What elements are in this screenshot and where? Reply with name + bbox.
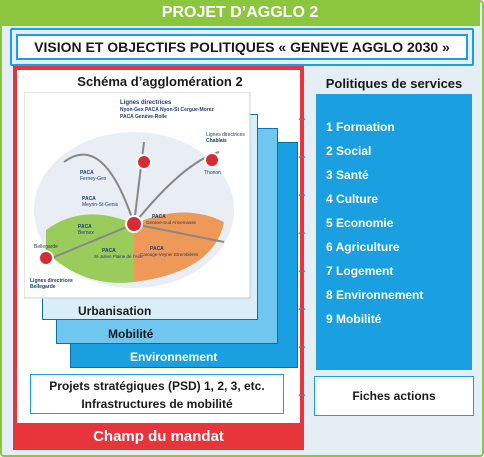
psd-box: Projets stratégiques (PSD) 1, 2, 3, etc.…: [30, 374, 284, 414]
vision-title: VISION ET OBJECTIFS POLITIQUES « GENEVE …: [16, 34, 468, 60]
vision-outer-border: [10, 28, 474, 66]
map-label-thonon: Thonon: [204, 170, 221, 176]
map-route-4: [133, 223, 225, 243]
map-label-paca-bernex-sub: Bernex: [78, 230, 94, 236]
map-label-lignes-bottom-sub: Bellegarde: [30, 284, 56, 290]
map-label-paca-bernex: PACA: [78, 224, 92, 230]
service-item-environnement: 8 Environnement: [326, 288, 424, 302]
map-label-paca-genevesud: PACA: [152, 214, 166, 220]
layer-label-mobilite: Mobilité: [108, 327, 154, 341]
agglomeration-map: Lignes directrices Nyon-Gex PACA Nyon-St…: [24, 92, 251, 299]
services-title: Politiques de services: [325, 76, 463, 91]
service-item-economie: 5 Economie: [326, 216, 394, 230]
service-item-sante: 3 Santé: [326, 168, 369, 182]
map-label-paca-carouge: PACA: [150, 246, 164, 252]
map-route-1: [63, 153, 135, 225]
projet-header: PROJET D’AGGLO 2: [0, 0, 480, 26]
map-label-lignes-top: Lignes directrices: [120, 100, 172, 106]
map-route-3: [41, 223, 135, 263]
services-box: [316, 94, 472, 370]
double-arrow-icon: ↔: [296, 262, 308, 276]
fiches-box: Fiches actions: [314, 376, 474, 416]
service-item-mobilite: 9 Mobilité: [326, 312, 382, 326]
schema-title: Schéma d’agglomération 2: [77, 74, 243, 89]
map-green-sector: [46, 214, 134, 283]
map-label-paca-meyrin: PACA: [82, 196, 96, 202]
service-item-social: 2 Social: [326, 144, 372, 158]
map-node-nyon: [136, 154, 152, 170]
double-arrow-icon: ↔: [296, 148, 308, 162]
map-orange-sector: [134, 212, 224, 282]
map-label-paca-meyrin-sub: Meyrin-St-Genis: [82, 202, 119, 208]
double-arrow-icon: ↔: [296, 224, 308, 238]
map-label-paca-carouge-sub: Carouge-Veyrier Etrembières: [140, 252, 199, 257]
map-label-bellegarde: Bellegarde: [34, 244, 58, 250]
layer-label-environnement: Environnement: [130, 350, 218, 364]
map-node-thonon: [204, 152, 220, 168]
map-label-lignes-top-sub2: PACA Genève-Rolle: [120, 114, 167, 120]
service-item-agriculture: 6 Agriculture: [326, 240, 400, 254]
mandat-label: Champ du mandat: [13, 423, 304, 450]
psd-line1: Projets stratégiques (PSD) 1, 2, 3, etc.: [49, 379, 265, 393]
service-item-logement: 7 Logement: [326, 264, 394, 278]
double-arrow-icon: ↔: [296, 110, 308, 124]
double-arrow-icon: ↔: [296, 186, 308, 200]
map-label-paca-stjulien-sub: St-Julien Plaine de l'Aire: [94, 254, 143, 259]
double-arrow-icon: ↔: [296, 338, 308, 352]
layer-label-urbanisation: Urbanisation: [78, 304, 152, 318]
map-label-paca-stjulien: PACA: [102, 248, 116, 254]
map-label-lignes-top-sub1: Nyon-Gex PACA Nyon-St Cergue-Morez: [120, 107, 214, 113]
map-label-lignes-bottom: Lignes directrices: [30, 278, 73, 284]
map-label-lignes-right: Lignes directrices: [206, 132, 245, 138]
map-label-paca-ferney: PACA: [80, 170, 94, 176]
psd-line2: Infrastructures de mobilité: [81, 397, 233, 411]
map-label-paca-ferney-sub: Ferney-Gex: [80, 176, 107, 182]
double-arrow-icon: ↔: [296, 386, 308, 400]
map-label-paca-genevesud-sub: Genève-Sud Annemasse: [146, 220, 197, 225]
double-arrow-icon: ↔: [296, 300, 308, 314]
map-node-bellegarde: [38, 250, 54, 266]
map-node-geneve: [125, 215, 143, 233]
service-item-formation: 1 Formation: [326, 120, 395, 134]
service-item-culture: 4 Culture: [326, 192, 379, 206]
map-label-lignes-right-sub: Chablais: [206, 138, 227, 144]
